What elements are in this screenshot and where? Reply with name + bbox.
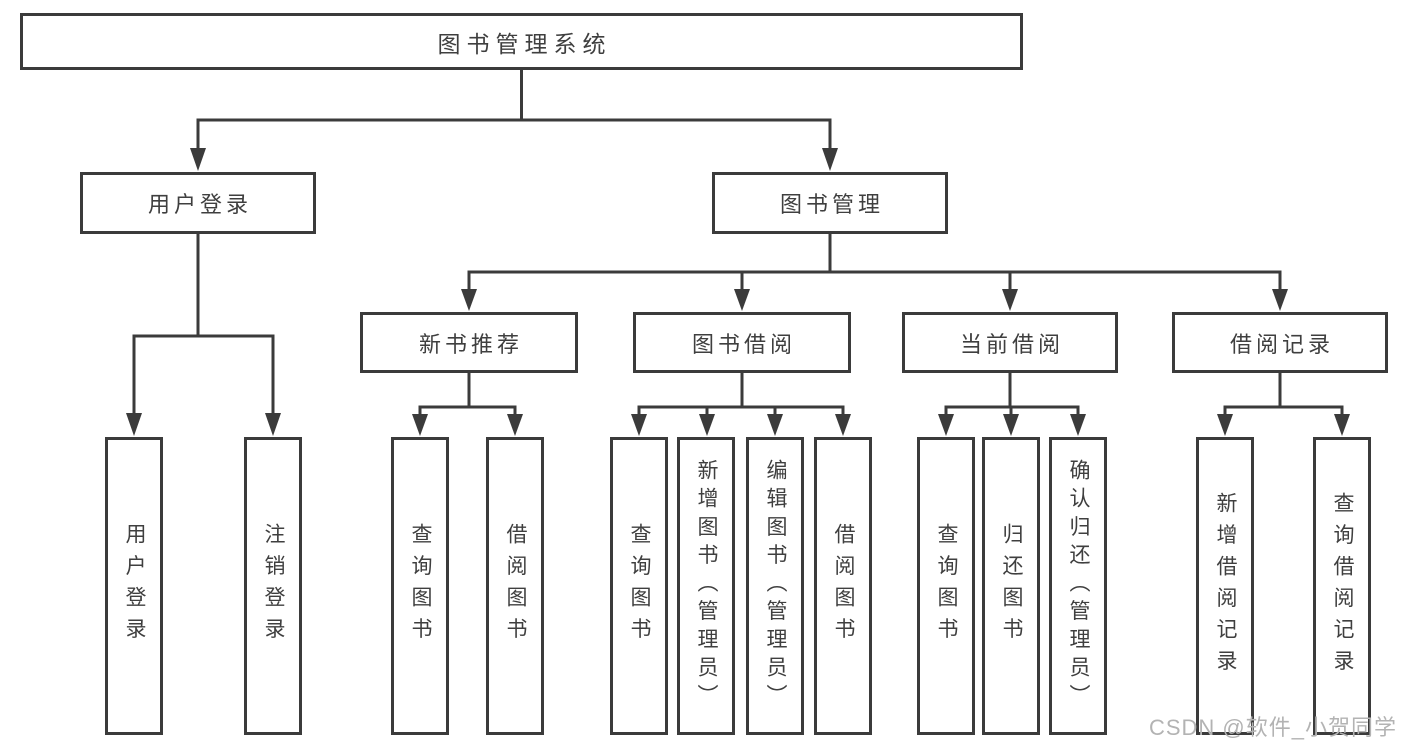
arrowhead-icon — [835, 414, 851, 436]
leaf-label: 查询图书 — [628, 523, 651, 649]
leaf-label: 用户登录 — [123, 523, 146, 649]
arrowhead-icon — [822, 148, 838, 171]
arrowhead-icon — [1070, 414, 1086, 436]
arrowhead-icon — [734, 289, 750, 311]
arrowhead-icon — [1217, 414, 1233, 436]
leaf-add-book-admin: 新增图书（管理员） — [677, 437, 735, 735]
leaf-borrow-book: 借阅图书 — [814, 437, 872, 735]
node-book-borrow: 图书借阅 — [633, 312, 851, 373]
leaf-label: 借阅图书 — [504, 523, 527, 649]
arrowhead-icon — [631, 414, 647, 436]
node-new-book-recommend: 新书推荐 — [360, 312, 578, 373]
arrowhead-icon — [938, 414, 954, 436]
arrowhead-icon — [767, 414, 783, 436]
arrowhead-icon — [1002, 289, 1018, 311]
leaf-label: 查询借阅记录 — [1331, 491, 1354, 681]
arrowhead-icon — [265, 413, 281, 436]
leaf-user-login: 用户登录 — [105, 437, 163, 735]
leaf-borrow-book-recommend: 借阅图书 — [486, 437, 544, 735]
leaf-label: 注销登录 — [262, 523, 285, 649]
leaf-label: 新增借阅记录 — [1214, 491, 1237, 681]
leaf-label: 新增图书（管理员） — [695, 459, 718, 713]
arrowhead-icon — [190, 148, 206, 171]
leaf-label: 查询图书 — [935, 523, 958, 649]
leaf-return-book: 归还图书 — [982, 437, 1040, 735]
node-borrow-record: 借阅记录 — [1172, 312, 1388, 373]
arrowhead-icon — [507, 414, 523, 436]
node-root-system: 图书管理系统 — [20, 13, 1023, 70]
leaf-query-book-recommend: 查询图书 — [391, 437, 449, 735]
watermark-text: CSDN @软件_小贺同学 — [1148, 715, 1397, 740]
node-book-management: 图书管理 — [712, 172, 948, 234]
leaf-logout: 注销登录 — [244, 437, 302, 735]
leaf-label: 归还图书 — [1000, 523, 1023, 649]
node-user-login: 用户登录 — [80, 172, 316, 234]
leaf-label: 编辑图书（管理员） — [764, 459, 787, 713]
leaf-query-book-borrow: 查询图书 — [610, 437, 668, 735]
arrowhead-icon — [1334, 414, 1350, 436]
arrowhead-icon — [699, 414, 715, 436]
arrowhead-icon — [1003, 414, 1019, 436]
leaf-label: 查询图书 — [409, 523, 432, 649]
arrowhead-icon — [126, 413, 142, 436]
leaf-confirm-return-admin: 确认归还（管理员） — [1049, 437, 1107, 735]
arrowhead-icon — [412, 414, 428, 436]
arrowhead-icon — [461, 289, 477, 311]
node-current-borrow: 当前借阅 — [902, 312, 1118, 373]
leaf-add-borrow-record: 新增借阅记录 — [1196, 437, 1254, 735]
arrowhead-icon — [1272, 289, 1288, 311]
leaf-query-book-current: 查询图书 — [917, 437, 975, 735]
leaf-edit-book-admin: 编辑图书（管理员） — [746, 437, 804, 735]
leaf-label: 确认归还（管理员） — [1067, 459, 1090, 713]
leaf-query-borrow-record: 查询借阅记录 — [1313, 437, 1371, 735]
leaf-label: 借阅图书 — [832, 523, 855, 649]
